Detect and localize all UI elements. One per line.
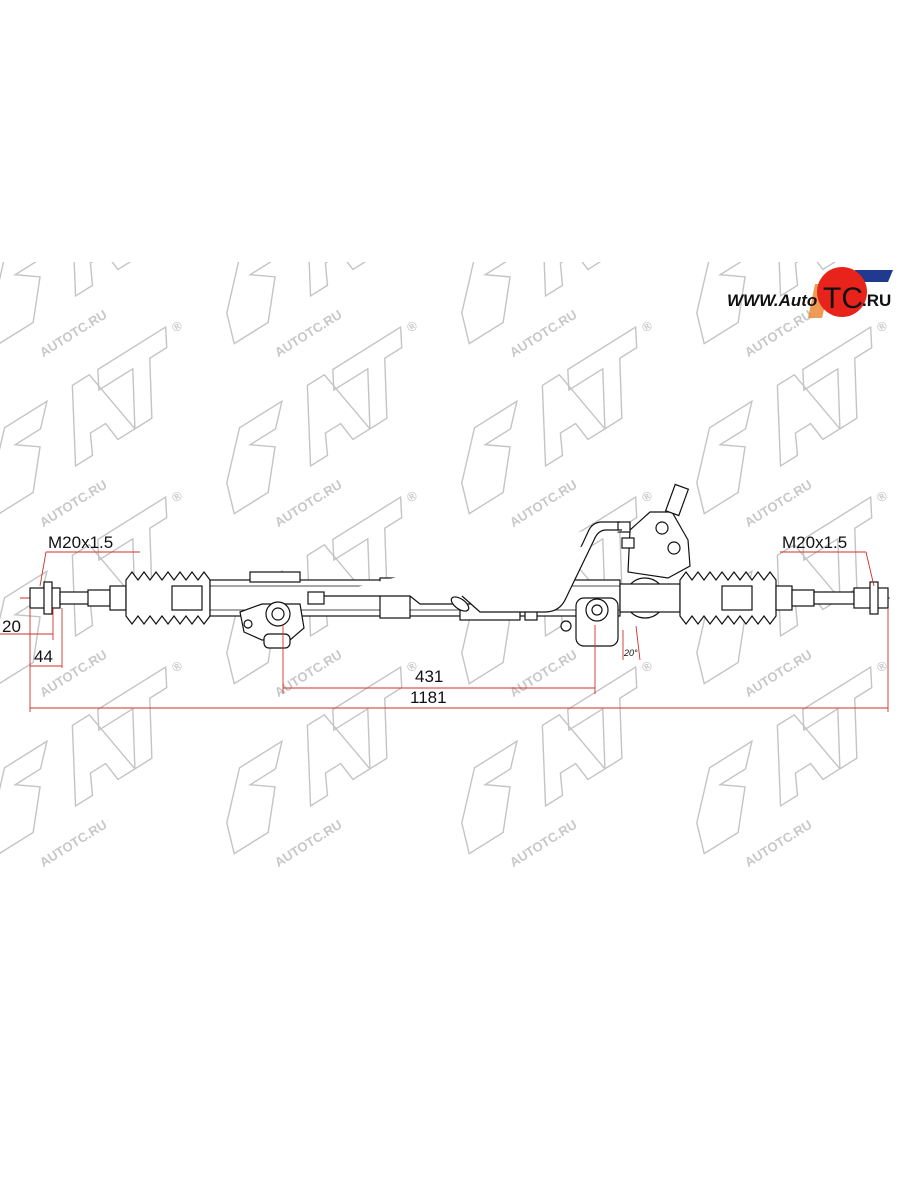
thread-spec-right: M20x1.5 xyxy=(782,533,847,552)
dimension-1181: 1181 xyxy=(410,688,447,707)
svg-text:AUTOTC.RU: AUTOTC.RU xyxy=(37,477,110,530)
thread-spec-left: M20x1.5 xyxy=(48,533,113,552)
svg-text:AUTOTC.RU: AUTOTC.RU xyxy=(507,817,580,870)
svg-text:®: ® xyxy=(639,147,655,165)
svg-text:®: ® xyxy=(874,317,890,335)
svg-text:®: ® xyxy=(169,487,185,505)
svg-text:AUTOTC.RU: AUTOTC.RU xyxy=(37,307,110,360)
watermark-tile: AUTOTC.RU ® xyxy=(461,147,655,360)
watermark-tile: AUTOTC.RU ® xyxy=(461,657,655,870)
svg-text:AUTOTC.RU: AUTOTC.RU xyxy=(272,817,345,870)
input-shaft xyxy=(664,483,690,517)
logo-prefix: WWW.Auto xyxy=(727,291,817,310)
svg-text:®: ® xyxy=(404,317,420,335)
svg-text:®: ® xyxy=(874,147,890,165)
svg-text:AUTOTC.RU: AUTOTC.RU xyxy=(272,477,345,530)
svg-text:AUTOTC.RU: AUTOTC.RU xyxy=(742,307,815,360)
svg-text:AUTOTC.RU: AUTOTC.RU xyxy=(742,477,815,530)
dimension-20: 20 xyxy=(2,617,21,636)
svg-text:AUTOTC.RU: AUTOTC.RU xyxy=(742,647,815,700)
svg-text:®: ® xyxy=(639,317,655,335)
rack-assembly xyxy=(29,483,889,649)
svg-text:AUTOTC.RU: AUTOTC.RU xyxy=(507,477,580,530)
dimension-44: 44 xyxy=(34,647,53,666)
angle-20: 20° xyxy=(623,648,638,658)
watermark-tile: AUTOTC.RU ® xyxy=(0,657,185,870)
watermark-tile: AUTOTC.RU ® xyxy=(226,147,420,360)
watermark-tile: AUTOTC.RU ® xyxy=(226,317,420,530)
svg-text:®: ® xyxy=(404,147,420,165)
watermark-tile: AUTOTC.RU® xyxy=(696,657,890,870)
svg-text:®: ® xyxy=(169,147,185,165)
logo-highlight: TC xyxy=(823,282,863,315)
svg-text:®: ® xyxy=(404,487,420,505)
watermark: AUTOTC.RU ® AUTOTC.RU ® AUTOTC.RU ® AUTOTC.RU ®… xyxy=(0,147,890,870)
watermark-tile: AUTOTC.RU ® xyxy=(696,147,890,360)
svg-text:AUTOTC.RU: AUTOTC.RU xyxy=(742,817,815,870)
dimensions: M20x1.5 M20x1.5 20 44 431 1181 20° xyxy=(0,533,889,712)
watermark-tile: AUTOTC.RU ® xyxy=(0,317,185,530)
svg-text:AUTOTC.RU: AUTOTC.RU xyxy=(37,817,110,870)
svg-text:®: ® xyxy=(639,487,655,505)
control-valve-body xyxy=(627,511,691,579)
svg-text:AUTOTC.RU: AUTOTC.RU xyxy=(507,647,580,700)
logo-suffix: .RU xyxy=(862,291,891,310)
svg-text:®: ® xyxy=(169,317,185,335)
svg-text:®: ® xyxy=(639,657,655,675)
svg-text:®: ® xyxy=(169,657,185,675)
svg-text:AUTOTC.RU: AUTOTC.RU xyxy=(272,307,345,360)
dimension-431: 431 xyxy=(415,667,443,686)
watermark-tile: AUTOTC.RU ® xyxy=(0,147,185,360)
svg-text:AUTOTC.RU: AUTOTC.RU xyxy=(507,307,580,360)
watermark-tile: AUTOTC.RU ® xyxy=(696,317,890,530)
autotc-logo: WWW.Auto TC .RU xyxy=(727,267,893,318)
svg-text:®: ® xyxy=(874,487,890,505)
